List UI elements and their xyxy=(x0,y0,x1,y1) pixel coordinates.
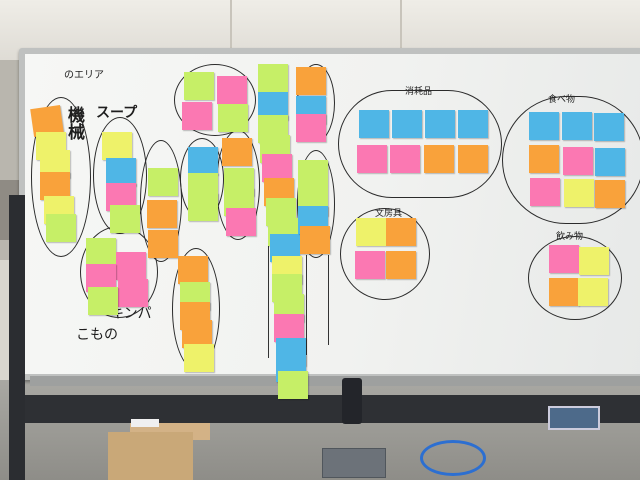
sticky-note xyxy=(110,205,140,233)
sticky-note xyxy=(386,251,416,279)
sticky-note xyxy=(116,252,146,280)
sticky-note xyxy=(226,208,256,236)
sticky-note xyxy=(86,238,116,266)
sticky-note xyxy=(46,214,76,242)
sticky-note xyxy=(102,132,132,160)
sticky-note xyxy=(424,145,454,173)
sticky-note xyxy=(579,247,609,275)
sticky-note xyxy=(188,193,218,221)
group-outline xyxy=(31,97,91,257)
sticky-note xyxy=(274,314,304,342)
wall-seam xyxy=(400,0,402,70)
sticky-note xyxy=(357,145,387,173)
sticky-note xyxy=(298,160,328,188)
sticky-note xyxy=(258,64,288,92)
group-outline xyxy=(338,90,502,198)
sticky-note xyxy=(458,110,488,138)
sticky-note xyxy=(529,145,559,173)
sticky-note xyxy=(278,371,308,399)
group-outline xyxy=(502,96,640,224)
drawn-line xyxy=(306,255,307,355)
board-eraser xyxy=(548,406,600,430)
sticky-note xyxy=(188,147,218,175)
sticky-note xyxy=(595,148,625,176)
sticky-note xyxy=(578,278,608,306)
network-device xyxy=(322,448,386,478)
sticky-note xyxy=(549,245,579,273)
marker-label xyxy=(131,419,159,427)
stand-knob xyxy=(342,378,362,424)
group-outline xyxy=(140,140,182,262)
sticky-note xyxy=(564,179,594,207)
sticky-note xyxy=(529,112,559,140)
sticky-note xyxy=(355,251,385,279)
sticky-note xyxy=(563,147,593,175)
sticky-note xyxy=(178,256,208,284)
sticky-note xyxy=(562,112,592,140)
sticky-note xyxy=(217,76,247,104)
sticky-note xyxy=(392,110,422,138)
marker-tray xyxy=(30,376,640,386)
group-outline xyxy=(174,64,256,136)
corner-label: のエリア xyxy=(64,70,104,81)
sticky-note xyxy=(184,72,214,100)
drawn-line xyxy=(328,255,329,345)
sticky-note xyxy=(218,104,248,132)
sticky-note xyxy=(425,110,455,138)
sticky-note xyxy=(549,278,579,306)
sticky-note xyxy=(147,200,177,228)
cardboard-box xyxy=(108,432,193,480)
sticky-note xyxy=(148,230,178,258)
group-outline xyxy=(528,236,622,320)
sticky-note xyxy=(40,172,70,200)
sticky-note xyxy=(88,287,118,315)
sticky-note xyxy=(296,114,326,142)
sticky-note xyxy=(300,226,330,254)
sticky-note xyxy=(106,158,136,186)
komono-label: こもの xyxy=(76,327,118,343)
group-outline xyxy=(297,150,335,258)
blue-cable xyxy=(420,440,486,476)
consumables-label: 消耗品 xyxy=(405,87,433,97)
wall-seam xyxy=(230,0,232,70)
sticky-note xyxy=(118,279,148,307)
sticky-note xyxy=(390,145,420,173)
sticky-note xyxy=(182,320,212,348)
stand-rail xyxy=(18,395,640,423)
sticky-note xyxy=(262,154,292,182)
stand-leg xyxy=(9,195,25,480)
group-outline xyxy=(340,208,430,300)
sticky-note xyxy=(148,168,178,196)
sticky-note xyxy=(182,102,212,130)
sticky-note xyxy=(594,113,624,141)
sticky-note xyxy=(296,67,326,95)
sticky-note xyxy=(356,218,386,246)
sticky-note xyxy=(222,138,252,166)
sticky-note xyxy=(458,145,488,173)
sticky-note xyxy=(530,178,560,206)
sticky-note xyxy=(184,344,214,372)
sticky-note xyxy=(359,110,389,138)
sticky-note xyxy=(595,180,625,208)
soup-label: スープ xyxy=(96,105,138,121)
sticky-note xyxy=(386,218,416,246)
